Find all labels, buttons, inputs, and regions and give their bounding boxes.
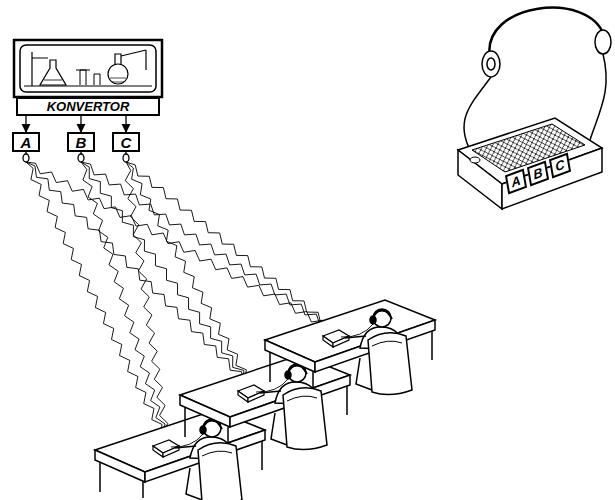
receiver-key: C xyxy=(548,153,570,179)
round-flask xyxy=(108,64,128,84)
liquid-line xyxy=(44,80,62,81)
radio-link xyxy=(26,162,252,387)
earpiece xyxy=(285,371,291,379)
chair-seam xyxy=(202,451,232,456)
workstation xyxy=(265,300,435,395)
glass-tube xyxy=(121,50,146,56)
chair-seam xyxy=(287,396,317,401)
receiver-key: A xyxy=(504,169,526,195)
antenna-loop xyxy=(78,154,84,162)
earpiece xyxy=(595,30,611,54)
earpiece xyxy=(370,316,376,324)
desk-edge xyxy=(265,340,315,372)
channel-box: B xyxy=(67,132,95,152)
desk-leg xyxy=(99,462,101,492)
converter-box: KONVERTOR xyxy=(16,97,160,116)
lab-stand xyxy=(31,52,32,86)
chair-arm xyxy=(356,358,372,390)
antenna-loop xyxy=(123,154,129,162)
monitor-screen xyxy=(20,45,156,92)
node-label: C xyxy=(121,135,132,150)
test-tube xyxy=(94,74,100,85)
radio-link xyxy=(81,162,252,387)
node-label: A xyxy=(510,173,521,189)
earpiece xyxy=(200,426,206,434)
desk-leg xyxy=(184,407,186,437)
earpiece-center xyxy=(487,58,495,70)
cable xyxy=(590,54,606,140)
flask-hatch xyxy=(110,78,126,82)
desk-edge xyxy=(180,395,230,427)
signal-arrow xyxy=(25,116,26,132)
radio-link xyxy=(81,162,167,442)
signal-arrow xyxy=(80,116,81,132)
node-label: A xyxy=(21,135,32,150)
cable xyxy=(464,77,491,150)
test-tube xyxy=(76,70,90,85)
radio-link xyxy=(126,162,337,332)
node-label: B xyxy=(532,165,543,181)
glass-tube xyxy=(145,50,146,70)
channel-box: A xyxy=(12,132,40,152)
chair-seam xyxy=(372,341,402,346)
channel-box: C xyxy=(112,132,140,152)
lab-clamp xyxy=(32,58,48,59)
desk-leg xyxy=(261,441,263,470)
monitor-frame xyxy=(14,40,162,97)
headphone-cable xyxy=(341,324,373,337)
desk-leg xyxy=(142,482,144,498)
chair-back xyxy=(198,443,242,500)
radio-link xyxy=(126,162,252,387)
chair-arm xyxy=(271,413,287,445)
headphone-band xyxy=(489,8,604,58)
antennas xyxy=(23,151,129,162)
desk-edge xyxy=(95,450,145,482)
radio-link xyxy=(26,162,337,332)
jack xyxy=(470,157,480,163)
radio-links xyxy=(26,162,337,442)
headphone-cable xyxy=(171,434,203,447)
desk-leg xyxy=(431,331,433,360)
headphone-cable xyxy=(256,379,288,392)
receiver-device xyxy=(323,336,333,347)
desk-leg xyxy=(346,386,348,415)
signal-arrow xyxy=(125,116,126,132)
erlenmeyer-flask xyxy=(40,60,66,85)
chair-arm xyxy=(186,468,202,500)
antenna-loop xyxy=(23,154,29,162)
radio-link xyxy=(125,162,168,442)
desks xyxy=(95,300,435,500)
desk-leg xyxy=(227,427,229,443)
node-label: KONVERTOR xyxy=(47,100,130,113)
receiver-device xyxy=(153,446,163,457)
chair-back xyxy=(368,333,412,395)
earpiece xyxy=(482,51,500,77)
node-label: B xyxy=(76,135,87,150)
chair-back xyxy=(283,388,327,450)
receiver-inset xyxy=(458,8,611,209)
flask-neck xyxy=(115,54,121,64)
node-label: C xyxy=(554,157,565,173)
desk-leg xyxy=(269,352,271,382)
desk-leg xyxy=(312,372,314,388)
receiver-key: B xyxy=(526,161,548,187)
receiver-device xyxy=(238,391,248,402)
monitor xyxy=(14,40,162,97)
